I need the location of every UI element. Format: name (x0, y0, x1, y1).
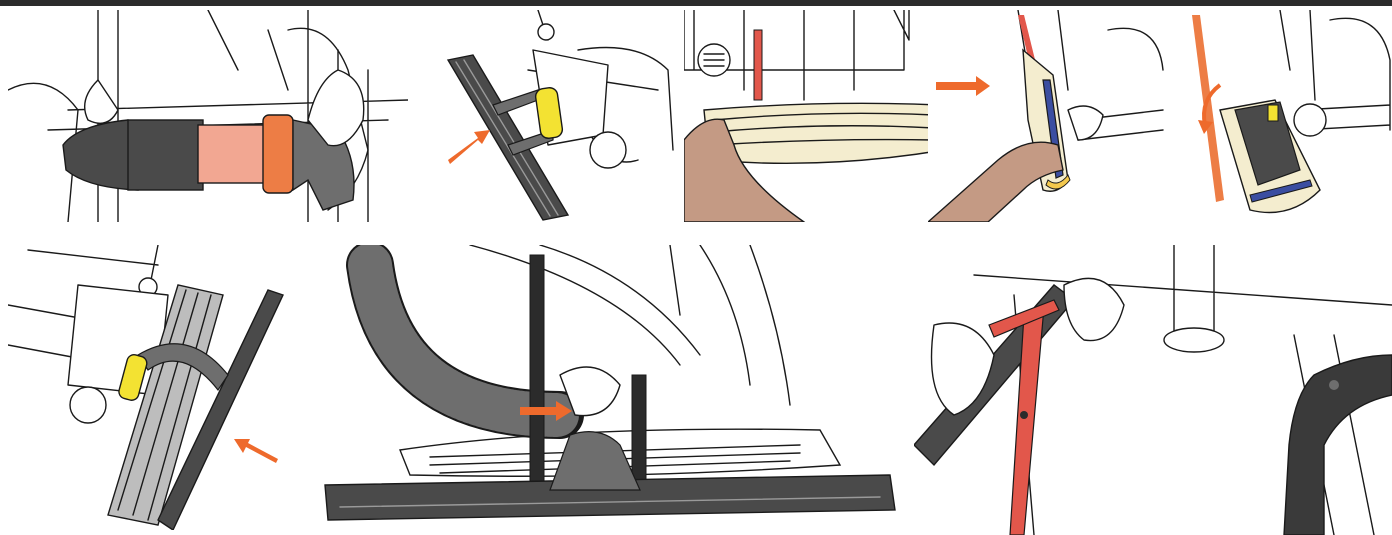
hose-connect-icon (324, 245, 896, 521)
vacuum-nozzle-attach-icon (8, 10, 408, 222)
step-2-panel (438, 10, 678, 222)
mop-pad-icon (684, 10, 964, 222)
step-4-panel (928, 10, 1168, 222)
step-6-panel (8, 245, 298, 530)
step-1-panel (8, 10, 408, 222)
squeegee-attach-icon (446, 10, 674, 221)
step-5-panel (1180, 10, 1392, 222)
mop-fold-icon (928, 10, 1164, 222)
step-7-panel (320, 245, 900, 530)
top-bar (0, 0, 1392, 6)
step-3-panel (684, 10, 964, 222)
mop-rotate-icon (1192, 10, 1391, 214)
squeegee-mount-icon (8, 245, 284, 530)
step-8-panel (914, 245, 1392, 535)
strap-handle-icon (914, 245, 1392, 535)
